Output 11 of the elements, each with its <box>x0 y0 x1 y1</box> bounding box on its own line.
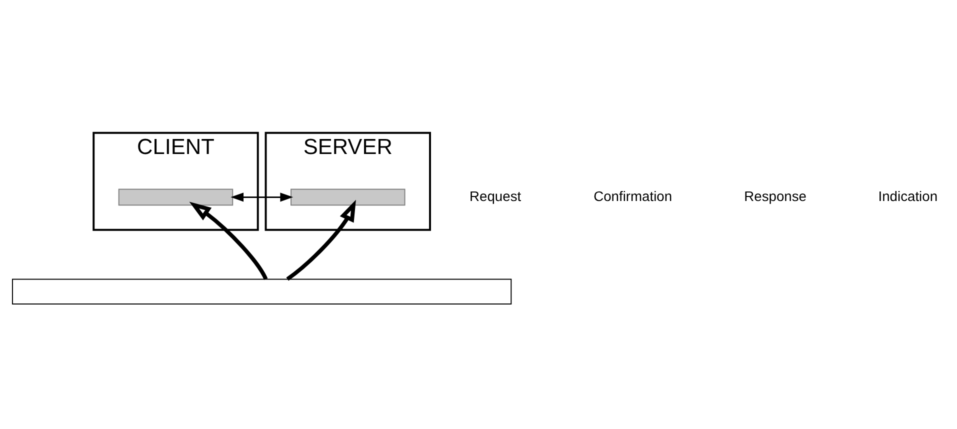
node-bar <box>118 188 234 206</box>
label: Request <box>470 188 522 204</box>
arrow <box>286 200 356 281</box>
node-bar <box>290 188 406 206</box>
label: Response <box>744 188 806 204</box>
arrow <box>189 202 268 280</box>
label: Confirmation <box>594 188 672 204</box>
cluster: CLIENT <box>92 132 259 231</box>
label: Indication <box>878 188 938 204</box>
node-bar <box>12 278 512 305</box>
cluster: SERVER <box>264 132 431 231</box>
